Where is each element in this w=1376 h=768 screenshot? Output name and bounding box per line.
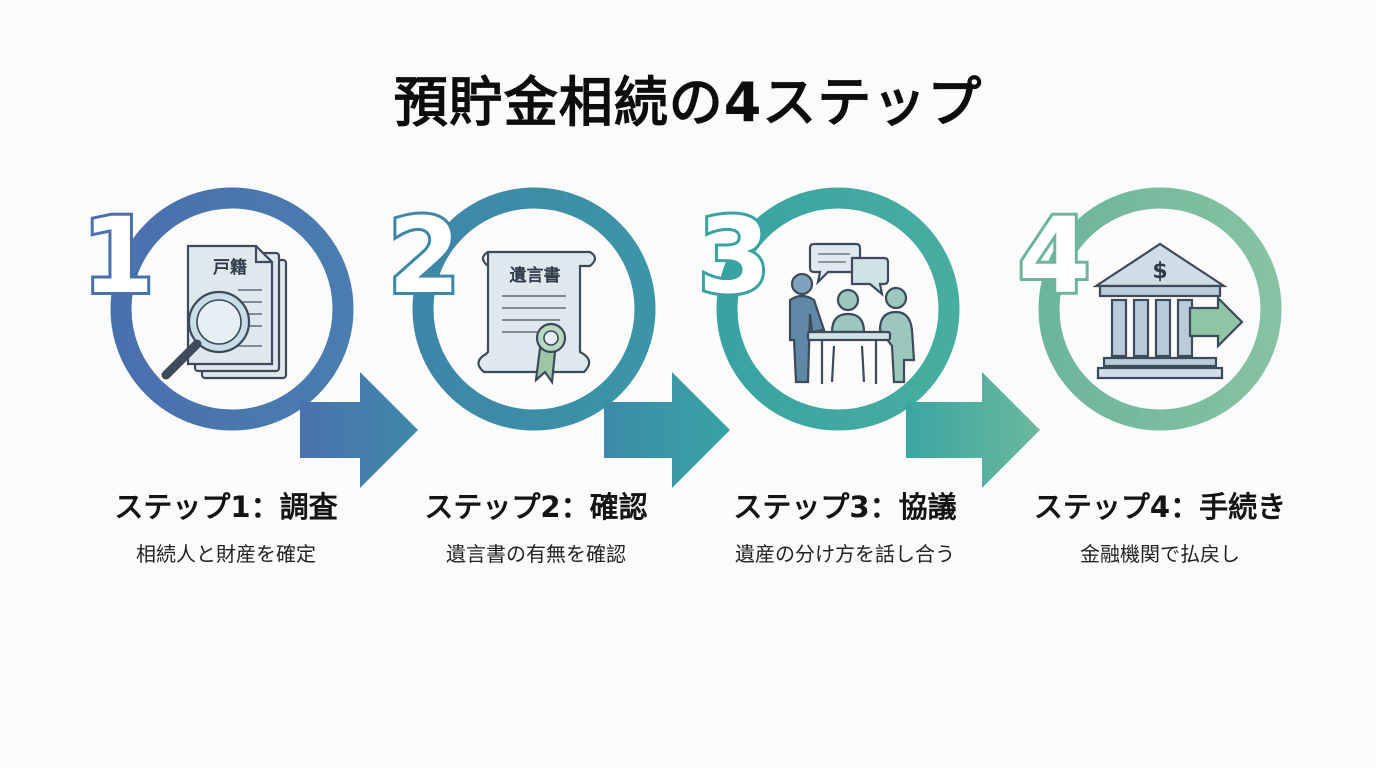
step-3-number: 3 — [698, 195, 770, 317]
step-2-ring — [412, 187, 656, 431]
step-4-ring — [1038, 187, 1282, 431]
step-3-arrow — [906, 372, 1040, 488]
step-4-title: ステップ4：手続き — [1033, 490, 1287, 524]
step-1-arrow — [300, 372, 418, 488]
step-4-description: 金融機関で払戻し — [1080, 542, 1240, 566]
step-2-description: 遺言書の有無を確認 — [446, 542, 626, 566]
step-1-ring — [110, 187, 354, 431]
step-1-icon-label: 戸籍 — [213, 257, 247, 278]
step-1-title: ステップ1：調査 — [114, 490, 338, 524]
page-title: 預貯金相続の4ステップ — [393, 71, 983, 134]
step-2-title: ステップ2：確認 — [424, 490, 648, 524]
step-1-number: 1 — [82, 195, 154, 317]
step-3-ring — [716, 187, 960, 431]
step-2-arrow — [604, 372, 730, 488]
will-scroll-icon — [477, 250, 597, 386]
step-4-number: 4 — [1018, 195, 1090, 317]
step-2-number: 2 — [388, 195, 460, 317]
step-3-title: ステップ3：協議 — [733, 490, 957, 524]
step-1-description: 相続人と財産を確定 — [136, 542, 316, 566]
meeting-discussion-icon — [788, 242, 916, 384]
document-magnifier-icon — [161, 244, 288, 380]
step-2-icon-label: 遺言書 — [510, 265, 561, 286]
dollar-sign-icon: $ — [1152, 259, 1167, 284]
bank-transfer-icon — [1092, 242, 1244, 380]
step-3-description: 遺産の分け方を話し合う — [735, 542, 955, 566]
